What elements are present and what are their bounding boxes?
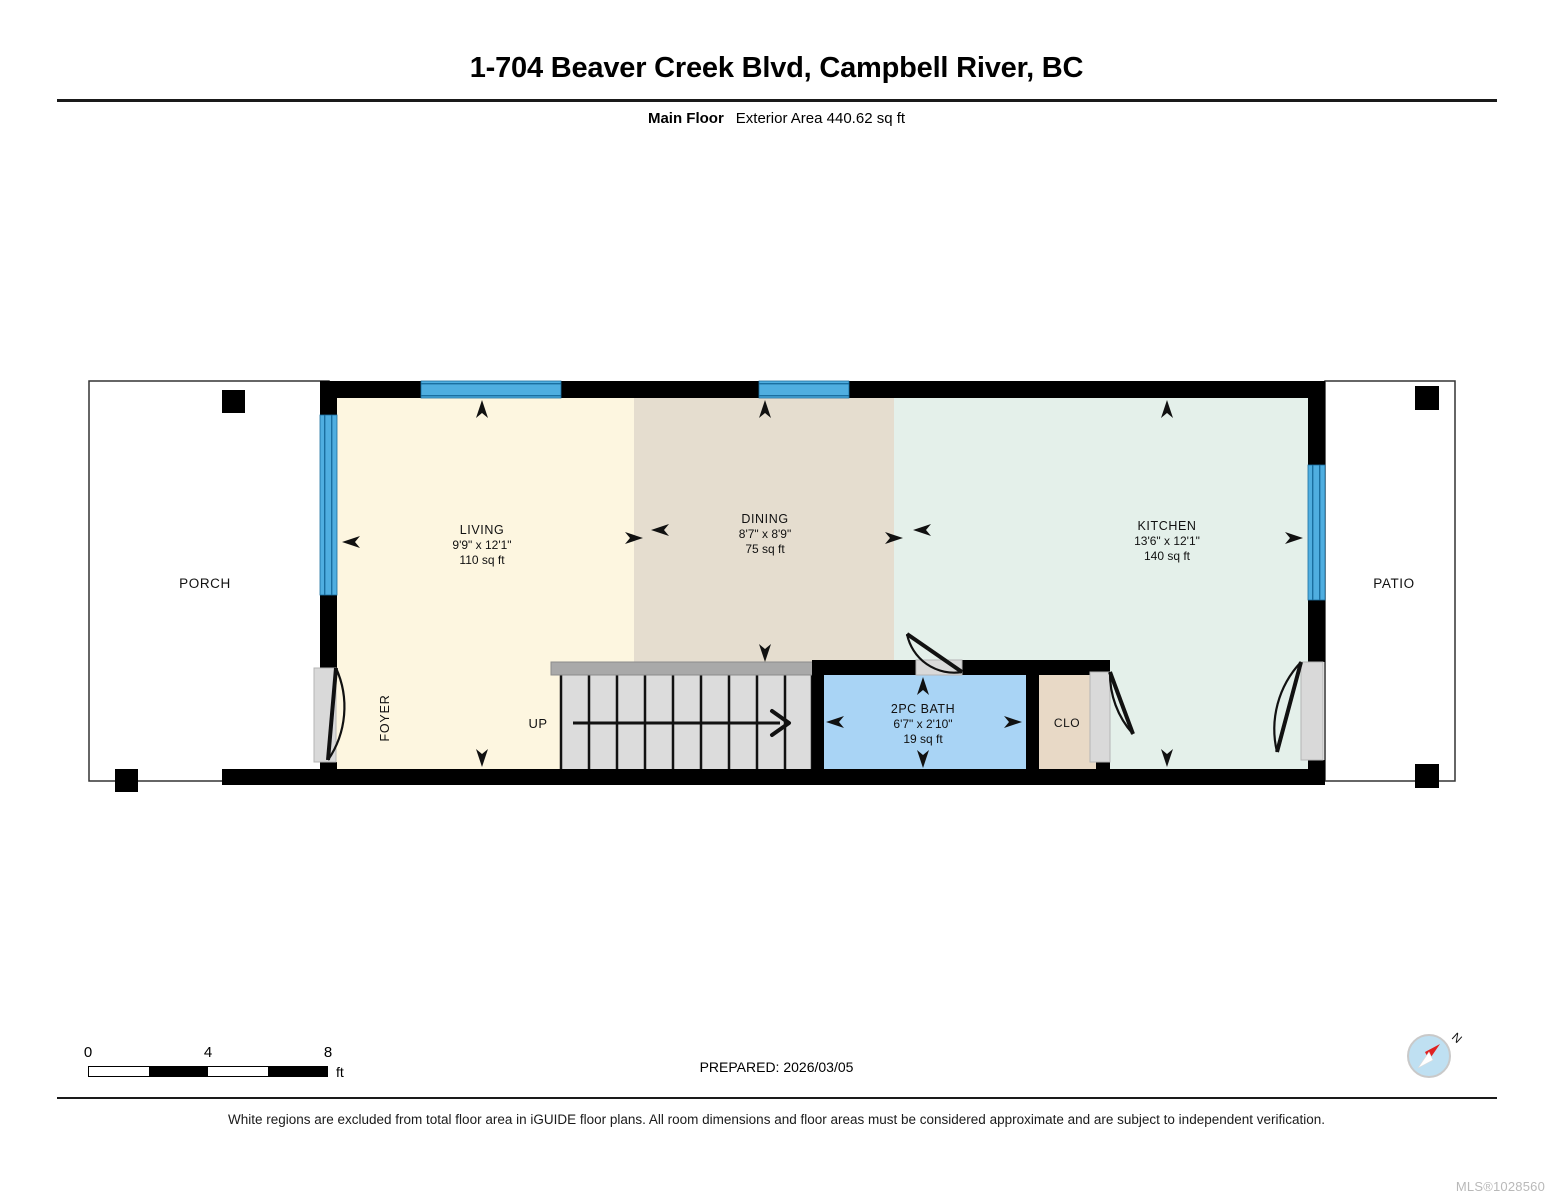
floor-name-label: Main Floor [647, 110, 724, 127]
pier-bottom-right [1415, 764, 1439, 788]
arrow-living-up [476, 400, 488, 418]
wall-right-mid [1308, 600, 1325, 662]
staircase [550, 661, 817, 776]
room-dims-bath: 6'7" x 2'10" [893, 717, 952, 731]
pier-top-right [1415, 386, 1439, 410]
floor-subheader: Main Floor Exterior Area 440.62 sq ft [0, 110, 1553, 127]
stair-up-label: UP [528, 716, 547, 731]
disclaimer-text: White regions are excluded from total fl… [227, 1112, 1326, 1127]
door-patio [1273, 661, 1324, 761]
scale-bar-widget: 0 4 8 ft [84, 1044, 344, 1084]
room-area-kitchen: 140 sq ft [1144, 549, 1191, 563]
dining-fill [634, 392, 894, 668]
room-label-porch: PORCH [179, 576, 231, 591]
room-label-dining: DINING [741, 512, 788, 526]
arrow-dining-right [885, 532, 903, 544]
scale-seg-1 [148, 1067, 208, 1076]
scale-seg-3 [267, 1067, 327, 1076]
patio-area [1324, 380, 1456, 782]
porch-area [88, 380, 330, 782]
stair-direction-arrow [573, 709, 791, 737]
door-bath [905, 632, 964, 676]
arrow-dining-down [759, 644, 771, 662]
arrow-bath-left [826, 716, 844, 728]
arrow-dining-up [759, 400, 771, 418]
wall-bath-top [812, 660, 916, 675]
scale-tick-labels: 0 4 8 [84, 1044, 338, 1064]
wall-right-bot [1308, 760, 1325, 785]
wall-top-c [849, 381, 1324, 398]
room-label-foyer: FOYER [378, 694, 392, 741]
wall-left-mid [320, 595, 337, 668]
arrow-kitchen-right [1285, 532, 1303, 544]
window-top-living [420, 380, 562, 399]
arrow-bath-down [917, 750, 929, 768]
wall-right-top [1308, 381, 1325, 465]
arrow-dining-left [651, 524, 669, 536]
windows [319, 380, 1326, 601]
room-label-living: LIVING [460, 523, 505, 537]
pier-bottom-left [115, 769, 138, 792]
scale-unit-label: ft [336, 1064, 344, 1080]
room-dims-kitchen: 13'6" x 12'1" [1134, 534, 1200, 548]
arrow-kitchen-up [1161, 400, 1173, 418]
room-area-dining: 75 sq ft [745, 542, 785, 556]
footer-divider [57, 1097, 1497, 1099]
door-closet [1089, 671, 1135, 763]
room-area-bath: 19 sq ft [903, 732, 943, 746]
arrow-bath-right [1004, 716, 1022, 728]
doors [313, 632, 1324, 763]
wall-top-a [320, 381, 421, 398]
scale-bar-graphic [88, 1066, 328, 1077]
room-dims-dining: 8'7" x 8'9" [739, 527, 791, 541]
door-front-entry [313, 667, 346, 763]
dimension-arrows [342, 400, 1303, 768]
wall-top-b [561, 381, 759, 398]
room-label-bath: 2PC BATH [891, 702, 955, 716]
wall-left-top [320, 381, 337, 415]
room-label-closet: CLO [1054, 716, 1080, 730]
window-left-living [319, 414, 338, 596]
scale-tick-2: 8 [323, 1044, 333, 1061]
pier-top-left [222, 390, 245, 413]
wall-bath-left [812, 660, 824, 774]
scale-tick-0: 0 [83, 1044, 93, 1061]
window-right-kitchen [1307, 464, 1326, 601]
wall-bath-closet [1026, 660, 1039, 774]
prepared-date-label: PREPARED: 2026/03/05 [699, 1059, 854, 1075]
arrow-bath-up [917, 677, 929, 695]
window-top-dining [758, 380, 850, 399]
room-area-living: 110 sq ft [459, 553, 505, 567]
compass-rose-icon: N [1407, 1030, 1463, 1078]
room-label-patio: PATIO [1373, 576, 1415, 591]
scale-tick-1: 4 [203, 1044, 213, 1061]
arrow-living-left [342, 536, 360, 548]
page-title: 1-704 Beaver Creek Blvd, Campbell River,… [469, 52, 1084, 84]
exterior-area-label: Exterior Area 440.62 sq ft [735, 110, 906, 127]
arrow-living-right [625, 532, 643, 544]
mls-watermark: MLS®1028560 [1455, 1179, 1545, 1194]
title-divider [57, 99, 1497, 102]
wall-left-bot [320, 762, 337, 785]
closet-fill [1036, 673, 1098, 774]
arrow-kitchen-down [1161, 749, 1173, 767]
room-labels: PORCH LIVING 9'9" x 12'1" 110 sq ft DINI… [179, 512, 1415, 746]
wall-bottom [222, 769, 1325, 785]
compass-north-label: N [1449, 1030, 1463, 1046]
arrow-living-down [476, 749, 488, 767]
room-label-kitchen: KITCHEN [1137, 519, 1196, 533]
outdoor-areas [88, 380, 1456, 782]
room-dims-living: 9'9" x 12'1" [452, 538, 511, 552]
arrow-kitchen-left [913, 524, 931, 536]
stair-header-bar [550, 661, 817, 676]
